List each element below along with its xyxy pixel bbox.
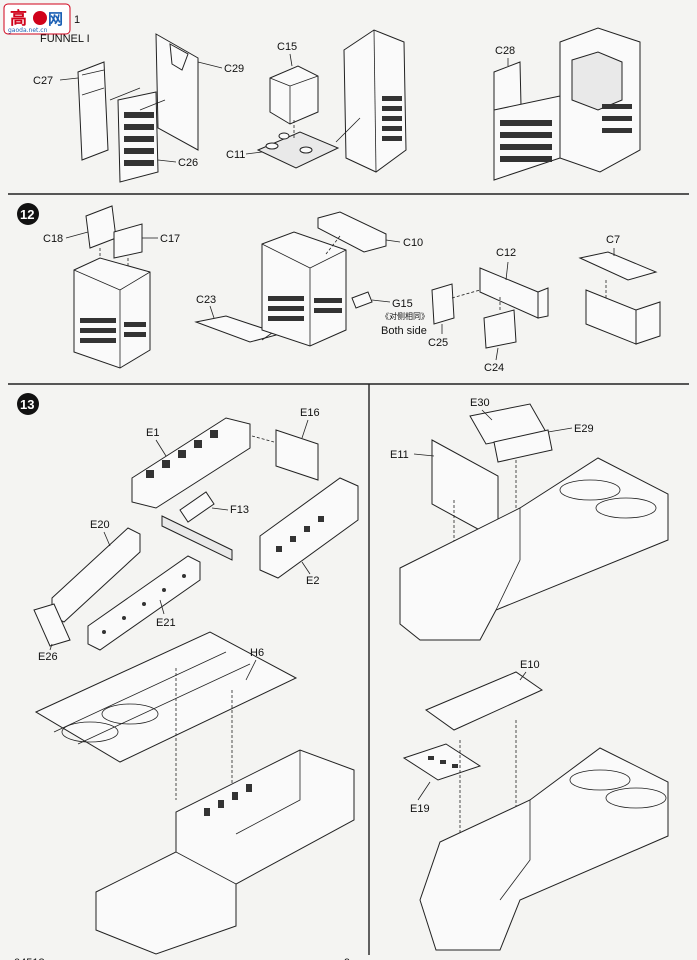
- part-c17: [113, 223, 143, 259]
- label-c28: C28: [495, 45, 515, 57]
- label-c7: C7: [606, 234, 620, 246]
- part-f13: [179, 491, 215, 523]
- assembly-step13-left-hull: [95, 749, 355, 955]
- label-c25: C25: [428, 337, 448, 349]
- step-13-panel: 13 E1 E16 F13 E2: [17, 393, 669, 955]
- part-e29: [493, 429, 553, 463]
- label-g15: G15: [392, 298, 413, 310]
- part-c7: [578, 251, 658, 281]
- label-c24: C24: [484, 362, 504, 374]
- step-13-badge: [17, 393, 39, 415]
- part-c24: [483, 309, 517, 349]
- section-title: FUNNEL I: [40, 33, 90, 45]
- assembly-step12-center: [261, 231, 347, 347]
- part-e1: [131, 417, 251, 509]
- label-c15: C15: [277, 41, 297, 53]
- grille-step12-left: [80, 318, 146, 343]
- assembly-step13-right-hull-upper: [399, 457, 669, 641]
- label-e16: E16: [300, 407, 320, 419]
- logo-char-1: 高: [10, 8, 27, 28]
- label-e1: E1: [146, 427, 159, 439]
- grille-final: [500, 104, 632, 162]
- part-g15: [351, 291, 373, 309]
- part-c25: [431, 283, 455, 325]
- footer-page: 9: [344, 957, 350, 960]
- footer-code: 04518: [14, 957, 45, 960]
- label-e10: E10: [520, 659, 540, 671]
- label-e26: E26: [38, 651, 58, 663]
- note-en: Both side: [381, 325, 427, 337]
- label-c10: C10: [403, 237, 423, 249]
- label-c11: C11: [226, 149, 245, 161]
- label-e21: E21: [156, 617, 176, 629]
- label-c29: C29: [224, 63, 244, 75]
- label-c12: C12: [496, 247, 516, 259]
- part-c15: [269, 65, 319, 125]
- step-12-panel: 12 C18 C17 C23: [17, 203, 661, 374]
- windows-left-hull: [204, 784, 252, 816]
- label-e30: E30: [470, 397, 490, 409]
- step-12-badge: [17, 203, 39, 225]
- windows-e1: [146, 430, 218, 478]
- part-e10: [424, 671, 544, 731]
- grille-middle: [382, 96, 402, 141]
- note-cn: 《对侧相同》: [381, 311, 429, 321]
- part-c12: [479, 267, 539, 319]
- label-e29: E29: [574, 423, 594, 435]
- step-11-panel: C27 C29 C26 C15 C11: [33, 27, 641, 183]
- assembly-step13-right-hull-lower: [419, 747, 669, 951]
- label-c23: C23: [196, 294, 216, 306]
- label-c26: C26: [178, 157, 198, 169]
- turntable-left-icon: [61, 721, 119, 743]
- logo-ball-icon: [33, 11, 47, 25]
- windows-e2: [276, 516, 324, 552]
- step-13-number: 13: [20, 397, 34, 412]
- grille-step12-center: [268, 296, 342, 321]
- part-c27: [77, 61, 109, 161]
- logo-url: gaoda.net.cn: [8, 27, 48, 34]
- holes-e21: [102, 574, 186, 634]
- assembly-step12-left: [73, 257, 151, 369]
- section-number: 1: [74, 14, 80, 26]
- step-12-number: 12: [20, 207, 34, 222]
- label-c17: C17: [160, 233, 180, 245]
- label-e11: E11: [390, 449, 409, 461]
- part-c18: [85, 205, 117, 249]
- site-logo: 高 网 gaoda.net.cn: [3, 3, 71, 35]
- label-c27: C27: [33, 75, 53, 87]
- label-e19: E19: [410, 803, 430, 815]
- grille-c26: [124, 112, 154, 166]
- logo-char-2: 网: [48, 11, 63, 28]
- part-e16: [275, 429, 319, 481]
- label-f13: F13: [230, 504, 249, 516]
- part-c10: [317, 211, 387, 253]
- part-c29: [155, 33, 199, 151]
- part-c11: [256, 131, 340, 169]
- detail-e19: [428, 756, 458, 768]
- label-e2: E2: [306, 575, 319, 587]
- part-h6: [34, 631, 298, 763]
- part-e26: [33, 603, 71, 647]
- label-h6: H6: [250, 647, 264, 659]
- label-c18: C18: [43, 233, 63, 245]
- label-e20: E20: [90, 519, 110, 531]
